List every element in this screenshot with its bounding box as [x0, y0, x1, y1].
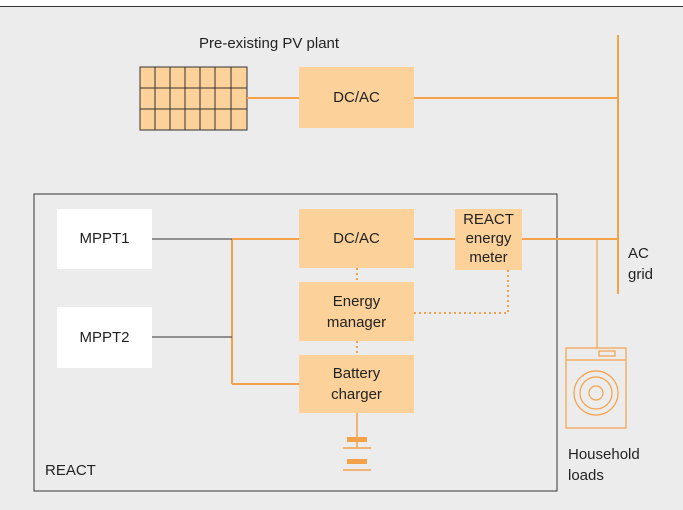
energy-manager-box: Energy manager [299, 282, 414, 341]
mppt1-box: MPPT1 [57, 209, 152, 269]
household-loads-line2: loads [568, 467, 604, 484]
pv-inverter-box: DC/AC [299, 67, 414, 128]
battery-charger-line1: Battery [332, 365, 381, 382]
battery-icon [343, 413, 371, 471]
washing-machine-icon [565, 347, 627, 429]
battery-charger-box: Battery charger [299, 355, 414, 413]
mppt2-label: MPPT2 [79, 329, 130, 346]
ac-grid-line1: AC [628, 245, 649, 262]
energy-meter-box: REACT energy meter [455, 209, 522, 270]
pv-plant-title: Pre-existing PV plant [199, 35, 340, 52]
solar-panel-icon [139, 66, 248, 131]
manager-meter-dotted-line [414, 270, 509, 314]
energy-manager-line1: Energy [332, 293, 381, 310]
react-container [33, 193, 558, 492]
energy-meter-line2: energy [465, 230, 512, 247]
household-loads-line1: Household [568, 446, 640, 463]
react-inverter-box: DC/AC [299, 209, 414, 268]
react-label: REACT [45, 462, 96, 479]
ac-grid-line2: grid [628, 266, 654, 283]
energy-meter-line3: meter [469, 249, 508, 266]
mppt2-box: MPPT2 [57, 307, 152, 368]
top-rule [0, 6, 683, 7]
react-inverter-label: DC/AC [333, 230, 380, 247]
battery-charger-line2: charger [331, 386, 382, 403]
energy-meter-line1: REACT [463, 211, 514, 228]
energy-manager-line2: manager [326, 314, 387, 331]
pv-inverter-label: DC/AC [333, 89, 380, 106]
mppt1-label: MPPT1 [79, 230, 130, 247]
